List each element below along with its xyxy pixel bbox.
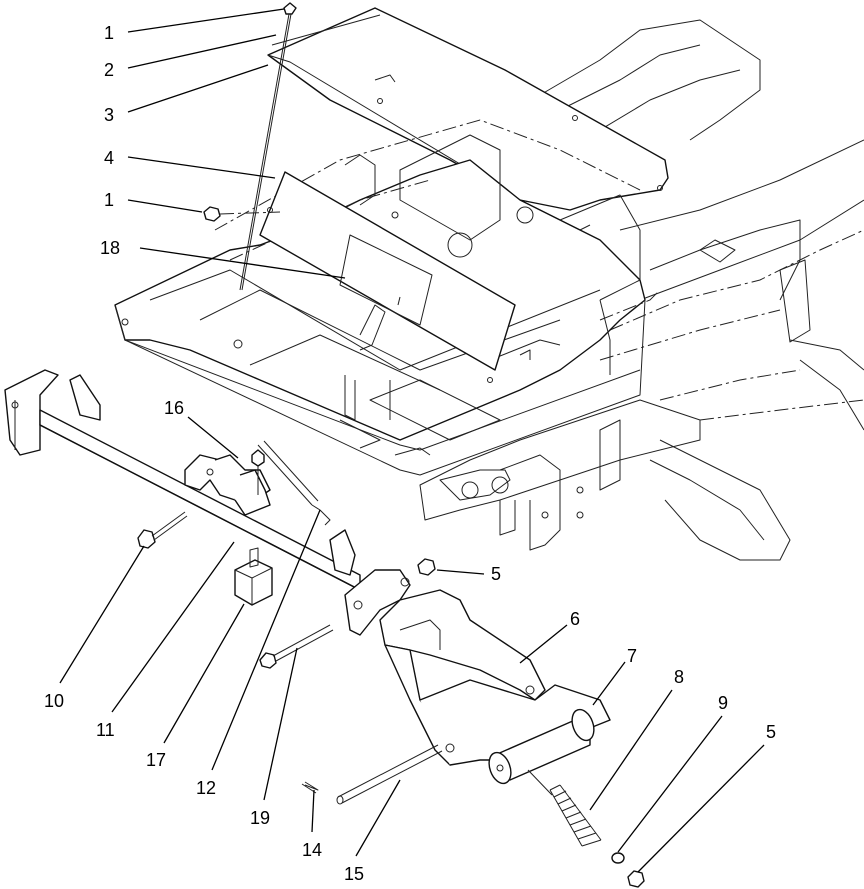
decal-label bbox=[339, 234, 433, 326]
pivot-bar-assembly bbox=[4, 369, 361, 591]
callout-9: 9 bbox=[718, 693, 728, 713]
callout-10: 10 bbox=[44, 691, 64, 711]
flat-washer bbox=[611, 852, 625, 864]
machine-frame-outline bbox=[539, 19, 864, 561]
callout-18: 18 bbox=[100, 238, 120, 258]
spacer-block bbox=[234, 547, 273, 606]
callout-11: 11 bbox=[96, 720, 115, 740]
front-panel bbox=[259, 171, 516, 383]
callout-labels: 1 2 3 4 1 18 16 5 6 7 8 9 5 10 11 17 12 … bbox=[44, 23, 776, 884]
callout-7: 7 bbox=[627, 646, 637, 666]
long-bolt bbox=[259, 624, 334, 669]
callout-6: 6 bbox=[570, 609, 580, 629]
callout-1-nut: 1 bbox=[104, 190, 114, 210]
callout-2: 2 bbox=[104, 60, 114, 80]
callout-1-top: 1 bbox=[104, 23, 114, 43]
hex-nut bbox=[627, 870, 645, 888]
bolt-hardware bbox=[203, 2, 297, 291]
lock-nut bbox=[417, 558, 436, 576]
callout-17: 17 bbox=[146, 750, 166, 770]
callout-3: 3 bbox=[104, 105, 114, 125]
callout-15: 15 bbox=[344, 864, 364, 884]
cover-plate bbox=[267, 7, 669, 231]
compression-spring bbox=[527, 769, 602, 847]
callout-12: 12 bbox=[196, 778, 216, 798]
tie-rod bbox=[257, 440, 331, 526]
callout-14: 14 bbox=[302, 840, 322, 860]
callout-4: 4 bbox=[104, 148, 114, 168]
leader-lines bbox=[59, 8, 765, 873]
callout-19: 19 bbox=[250, 808, 270, 828]
clevis-pin bbox=[336, 744, 443, 805]
callout-8: 8 bbox=[674, 667, 684, 687]
callout-16: 16 bbox=[164, 398, 184, 418]
hex-bolt bbox=[137, 511, 188, 549]
callout-5-lower: 5 bbox=[766, 722, 776, 742]
seal-strip bbox=[271, 14, 381, 46]
callout-5-upper: 5 bbox=[491, 564, 501, 584]
lift-arm-bracket bbox=[344, 569, 611, 766]
cotter-pin bbox=[301, 781, 319, 794]
roller bbox=[488, 708, 595, 785]
